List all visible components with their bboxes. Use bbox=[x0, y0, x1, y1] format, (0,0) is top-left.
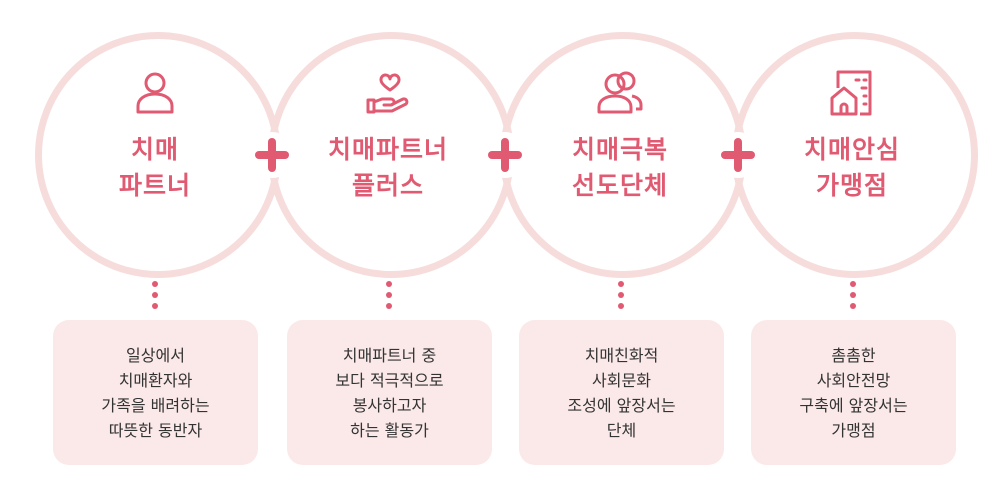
item-leading-group: 치매극복 선도단체 bbox=[500, 68, 740, 204]
description-text: 촘촘한 사회안전망 구축에 앞장서는 가맹점 bbox=[799, 345, 908, 440]
building-icon bbox=[830, 70, 872, 116]
item-title: 치매극복 선도단체 bbox=[571, 135, 668, 200]
description-text: 치매파트너 중 보다 적극적으로 봉사하고자 하는 활동가 bbox=[335, 345, 444, 440]
item-title: 치매 파트너 bbox=[118, 135, 191, 200]
heart-hand-icon bbox=[366, 73, 409, 114]
description-box: 치매파트너 중 보다 적극적으로 봉사하고자 하는 활동가 bbox=[287, 320, 492, 465]
item-title: 치매안심 가맹점 bbox=[803, 135, 900, 200]
item-title: 치매파트너 플러스 bbox=[327, 135, 448, 200]
item-safe-store: 치매안심 가맹점 bbox=[732, 68, 972, 204]
plus-icon bbox=[715, 132, 761, 178]
description-text: 치매친화적 사회문화 조성에 앞장서는 단체 bbox=[567, 345, 676, 440]
description-box: 촘촘한 사회안전망 구축에 앞장서는 가맹점 bbox=[751, 320, 956, 465]
item-partner: 치매 파트너 bbox=[35, 68, 275, 204]
dotted-connector bbox=[850, 281, 856, 314]
description-text: 일상에서 치매환자와 가족을 배려하는 따뜻한 동반자 bbox=[101, 345, 210, 440]
description-box: 일상에서 치매환자와 가족을 배려하는 따뜻한 동반자 bbox=[53, 320, 258, 465]
dotted-connector bbox=[152, 281, 158, 314]
person-icon bbox=[136, 72, 174, 114]
plus-icon bbox=[482, 132, 528, 178]
dotted-connector bbox=[618, 281, 624, 314]
item-partner-plus: 치매파트너 플러스 bbox=[268, 68, 508, 204]
group-icon bbox=[597, 71, 643, 114]
description-box: 치매친화적 사회문화 조성에 앞장서는 단체 bbox=[519, 320, 724, 465]
dotted-connector bbox=[386, 281, 392, 314]
plus-icon bbox=[249, 132, 295, 178]
